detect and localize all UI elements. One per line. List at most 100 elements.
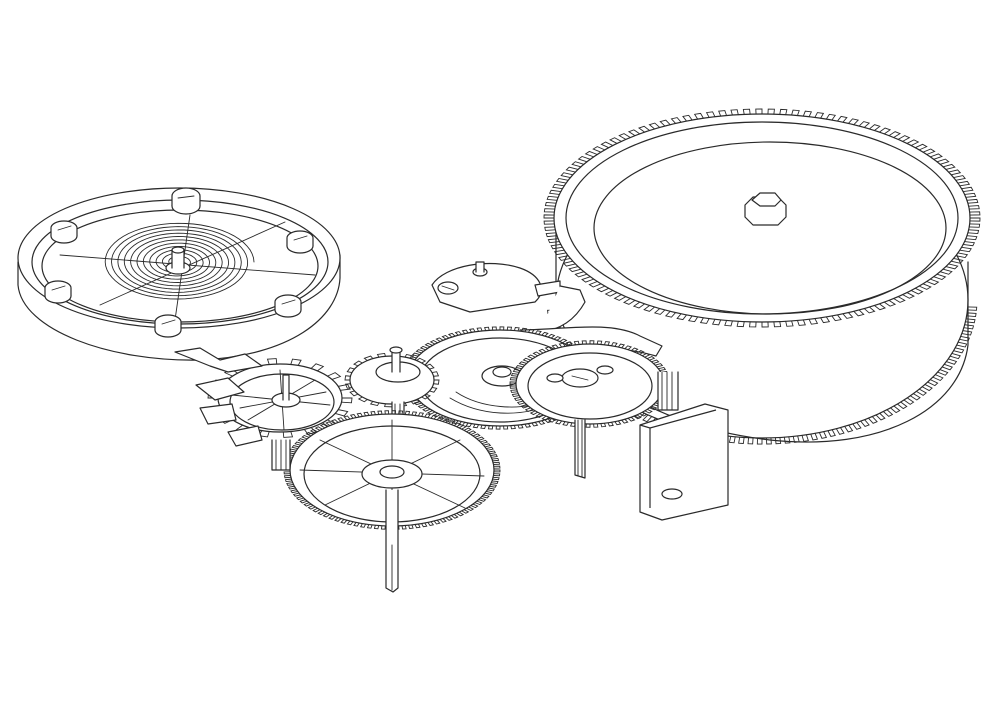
gear-tooth [767,108,775,115]
gear-tooth [544,346,553,352]
gear-tooth [875,412,886,421]
gear-tooth [637,125,650,133]
gear-tooth [874,303,887,311]
gear-tooth [810,432,819,441]
gear-tooth [950,258,964,264]
gear-tooth [818,431,828,439]
gear-tooth [957,180,971,187]
gear-tooth [524,407,534,412]
gear-tooth [847,118,860,126]
gear-tooth [499,326,505,331]
gear-tooth [571,161,585,168]
gear-tooth [565,166,579,173]
gear-tooth [527,328,535,334]
gear-tooth [699,317,710,324]
gear-tooth [842,312,854,319]
gear-tooth [651,359,660,364]
gear-tooth [337,417,345,422]
gear-tooth [518,361,527,366]
gear-tooth [890,405,901,414]
gear-tooth [439,518,447,523]
gear-tooth [614,420,622,426]
gear-tooth [545,232,558,238]
gear-tooth [416,357,427,364]
gear-tooth [287,485,296,490]
gear-tooth [682,114,693,122]
gear-tooth [421,522,428,528]
gear-tooth [562,260,576,267]
gear-tooth [480,424,487,429]
gear-tooth [728,435,736,444]
gear-tooth [922,148,936,155]
gear-tooth [357,396,368,403]
gear-tooth [266,358,278,365]
gear-tooth [538,420,546,425]
gear-tooth [513,327,520,332]
gear-tooth [609,137,622,144]
gear-tooth [479,439,489,445]
gear-tooth [664,310,677,318]
gear-tooth [773,321,782,328]
gear-tooth [648,405,658,411]
gear-tooth [705,111,716,118]
gear-tooth [611,342,618,347]
gear-tooth [363,411,370,417]
gear-tooth [914,143,928,151]
gear-tooth [424,342,433,348]
gear-tooth [543,220,555,225]
gear-tooth [410,398,421,405]
gear-tooth [949,352,961,360]
gear-tooth [969,211,981,216]
gear-tooth [618,133,631,140]
gear-tooth [461,509,470,514]
gear-tooth [603,341,611,346]
gear-tooth [641,352,651,358]
gear-tooth [963,324,975,330]
gear-tooth [319,423,328,429]
gear-tooth [852,422,862,430]
gear-tooth [584,150,598,158]
gear-tooth [831,314,842,322]
gear-tooth [531,421,539,427]
gear-tooth [435,337,444,342]
gear-tooth [503,425,509,430]
gear-tooth [325,421,334,427]
gear-tooth [965,235,978,241]
gear-tooth [547,417,556,423]
gear-tooth [902,292,915,299]
gear-tooth [380,525,386,530]
gear-tooth [492,476,500,481]
gear-tooth [491,326,497,331]
gear-tooth [883,299,897,307]
gear-tooth [509,385,517,389]
gear-tooth [633,414,642,420]
gear-tooth [659,119,671,127]
gear-tooth [424,413,431,419]
gear-tooth [562,421,569,426]
gear-tooth [493,473,501,477]
gear-tooth [968,205,980,210]
gear-tooth [630,347,639,353]
gear-tooth [478,497,487,502]
gear-tooth [581,340,587,345]
gear-tooth [755,108,763,115]
gear-tooth [657,366,667,371]
gear-tooth [428,386,438,393]
gear-tooth [897,135,911,142]
gear-tooth [349,390,359,397]
gear-tooth [291,445,300,450]
gear-tooth [555,177,569,184]
gear-tooth [749,321,757,328]
gear-tooth [442,418,450,423]
gear-tooth [369,400,380,407]
gear-tooth [967,229,980,234]
gear-tooth [341,397,353,404]
gear-tooth [346,520,354,526]
gear-tooth [532,351,541,357]
gear-tooth [541,415,550,421]
gear-tooth [613,294,627,301]
gear-tooth [827,429,836,437]
gear-tooth [747,437,754,445]
gear-tooth [670,117,682,124]
